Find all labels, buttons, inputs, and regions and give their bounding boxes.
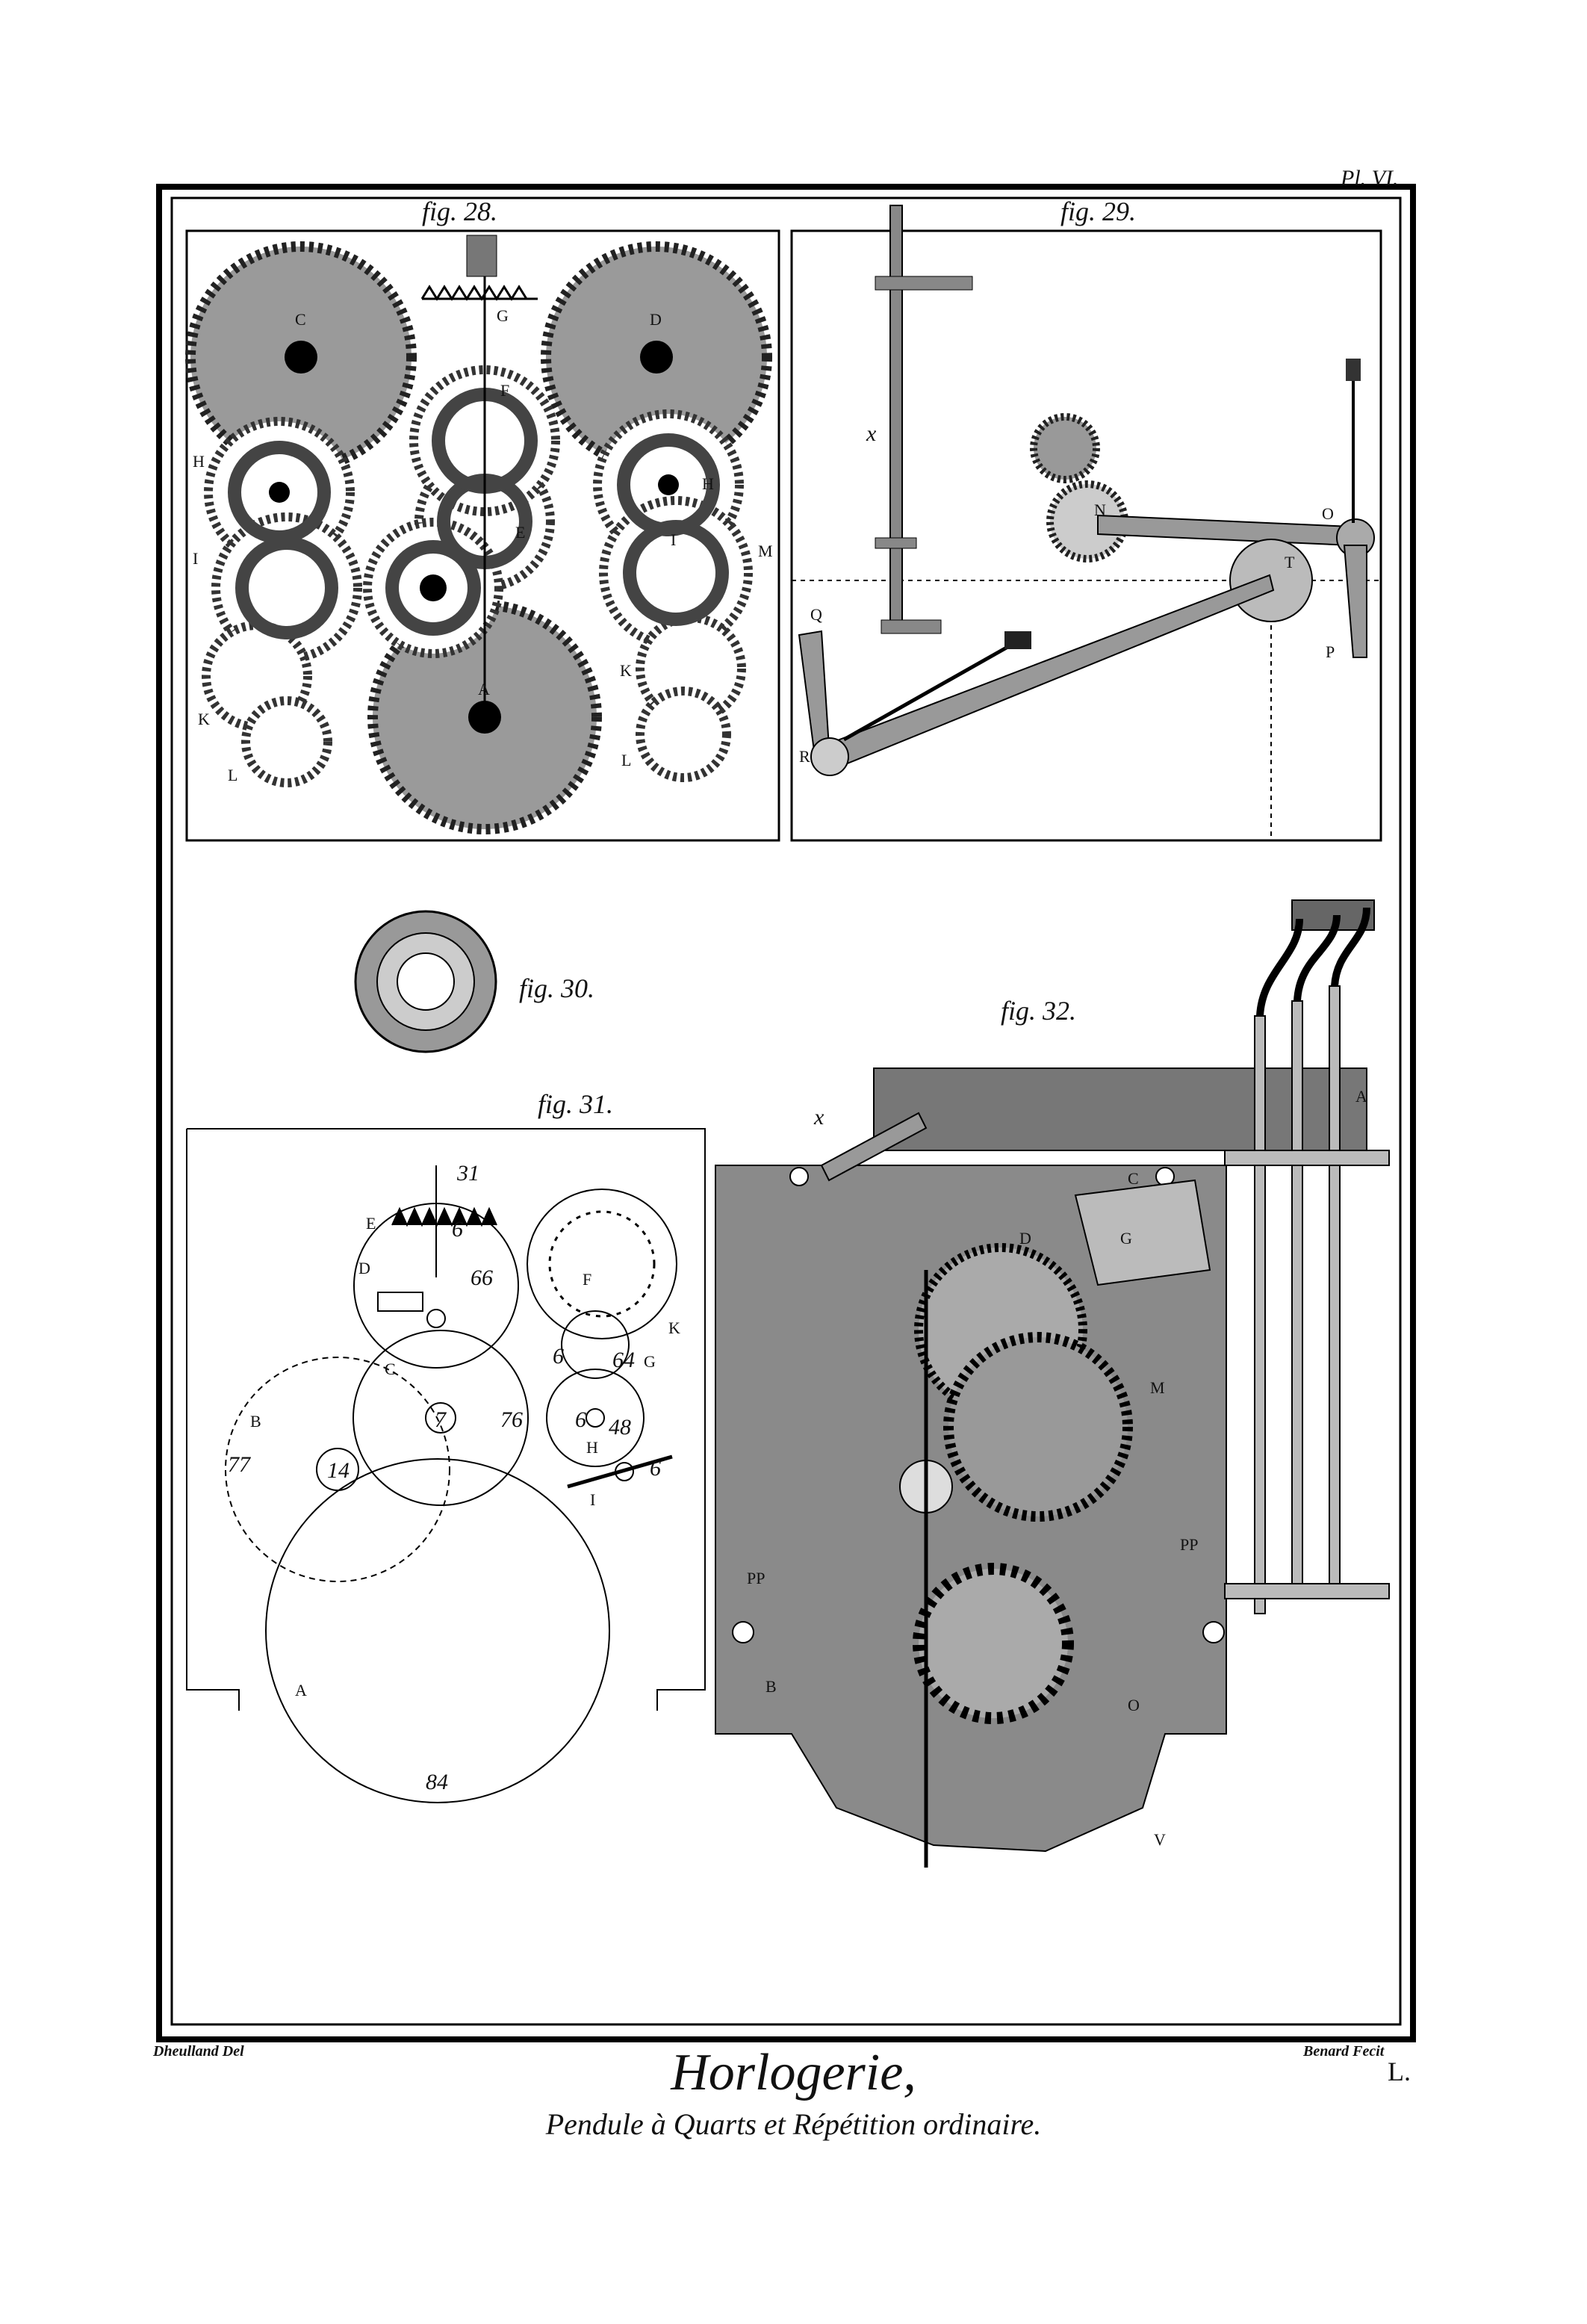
fig31-label: 48 [609,1415,631,1440]
fig32-label: D [1019,1229,1031,1248]
plate-number: L. [1388,2057,1411,2086]
fig31-label: 31 [456,1161,479,1186]
fig29-label: Q [810,605,822,624]
fig31-label: 64 [612,1348,635,1372]
fig29-label: R [799,747,810,766]
fig32-label: O [1128,1696,1140,1714]
fig28-caption: fig. 28. [422,196,497,226]
fig31-label: 84 [426,1770,448,1794]
fig30-caption: fig. 30. [519,973,594,1003]
fig32-label: PP [747,1569,765,1587]
fig31-label: A [295,1681,307,1699]
fig31-label: K [668,1319,680,1337]
fig31-label: 6 [452,1217,463,1242]
fig30-ring [354,910,497,1053]
fig29-labels: x Q R N O T P [799,421,1335,766]
fig31-label: 14 [327,1458,350,1483]
fig32-label: B [765,1677,777,1696]
fig28-label: G [497,306,509,325]
plate-label: Pl. VI. [1341,166,1399,190]
fig28-label: K [620,661,632,680]
fig32-label: G [1120,1229,1132,1248]
fig31-label: 6 [553,1344,564,1369]
fig28-label: K [198,710,210,728]
fig28-label: F [500,381,509,400]
fig28-label: M [758,542,773,560]
fig29-label: T [1285,553,1295,571]
plate-title: Horlogerie, [671,2044,916,2101]
fig32-label: V [1154,1830,1166,1849]
draftsman-credit: Dheulland Del [153,2043,244,2060]
fig31-label: H [586,1438,598,1457]
fig28-label: L [621,751,631,769]
fig32-caption: fig. 32. [1001,996,1076,1026]
fig31-label: C [385,1360,396,1378]
fig29-label: N [1094,501,1106,519]
fig31-label: 66 [470,1265,493,1290]
fig31-label: E [366,1214,376,1233]
fig28-gear-train [185,229,780,842]
fig28-label: H [702,474,714,493]
fig31-label: 76 [500,1407,523,1432]
fig31-label: G [644,1352,656,1371]
fig28-label: I [671,530,676,549]
fig29-caption: fig. 29. [1060,196,1136,226]
fig29-label: P [1326,642,1335,661]
fig32-labels: x A C D G M PP PP B O V [747,1087,1367,1849]
engraver-credit: Benard Fecit [1303,2043,1385,2060]
fig29-lever-mechanism [790,205,1382,842]
fig29-label: x [866,421,877,446]
fig32-label: A [1355,1087,1367,1106]
fig32-label: C [1128,1169,1139,1188]
fig28-label: A [478,680,490,698]
fig31-label: 77 [228,1452,252,1477]
fig31-label: F [583,1270,591,1289]
fig31-wheel-count-diagram [186,1128,706,1803]
fig32-label: M [1150,1378,1165,1397]
fig31-caption: fig. 31. [538,1089,613,1119]
fig32-clock-movement [715,899,1390,1868]
fig28-label: E [515,523,525,542]
fig31-labels: 31 E 6 D 66 F K 6 64 G C B 77 7 76 14 6 … [228,1161,680,1794]
fig28-label: D [650,310,662,329]
fig32-label: PP [1180,1535,1198,1554]
fig31-label: 6 [575,1407,586,1432]
fig28-label: C [295,310,306,329]
fig31-label: 6 [650,1456,661,1481]
fig31-label: 7 [435,1407,447,1432]
fig28-label: L [228,766,237,784]
fig28-label: I [193,549,198,568]
fig28-labels: C D G F H H I I M E A K K L L [193,306,773,784]
inner-frame [170,196,1402,2026]
fig28-label: H [193,452,205,471]
fig31-label: B [250,1412,261,1431]
fig29-label: O [1322,504,1334,523]
fig32-label: x [813,1105,824,1130]
outer-frame [156,184,1416,2042]
fig31-label: I [590,1490,595,1509]
plate-subtitle: Pendule à Quarts et Répétition ordinaire… [545,2107,1042,2141]
fig31-label: D [358,1259,370,1277]
